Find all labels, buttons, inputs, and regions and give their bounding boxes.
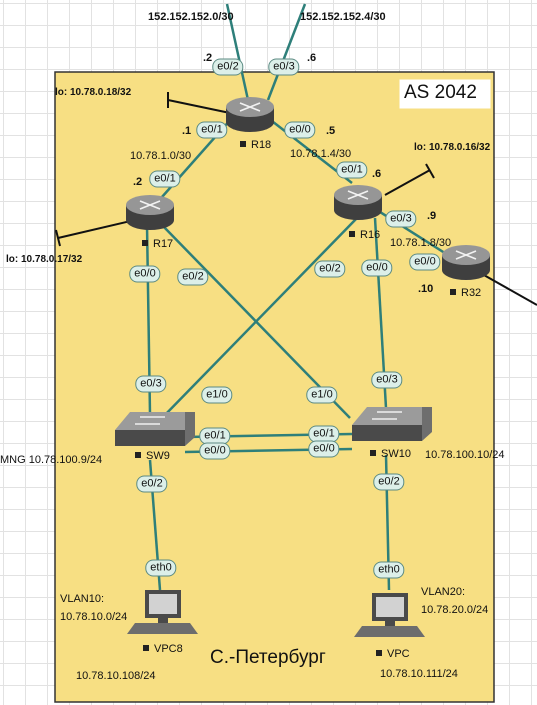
as-zone bbox=[54, 71, 495, 703]
loopback-r16-label: lo: 10.78.0.16/32 bbox=[414, 142, 491, 153]
router-r18-icon[interactable] bbox=[226, 97, 274, 132]
r32-dot10: .10 bbox=[418, 283, 434, 295]
r16-dot9: .9 bbox=[427, 210, 437, 222]
net-r16-r32: 10.78.1.8/30 bbox=[390, 237, 452, 249]
iface-sw9-e1-0[interactable]: e1/0 bbox=[201, 386, 233, 404]
iface-vpc-eth0[interactable]: eth0 bbox=[373, 561, 405, 579]
device-vpc-label: VPC bbox=[376, 649, 410, 660]
iface-sw9-e0-0[interactable]: e0/0 bbox=[199, 442, 231, 460]
iface-r17-e0-1[interactable]: e0/1 bbox=[149, 170, 181, 188]
loopback-r18-label: lo: 10.78.0.18/32 bbox=[55, 87, 132, 98]
r18-dot1: .1 bbox=[182, 125, 192, 137]
iface-r17-e0-2[interactable]: e0/2 bbox=[177, 268, 209, 286]
r17-dot2: .2 bbox=[133, 176, 143, 188]
pc-vpc8-icon[interactable] bbox=[127, 590, 198, 634]
iface-sw10-e0-2[interactable]: e0/2 bbox=[373, 473, 405, 491]
iface-r18-e0-3[interactable]: e0/3 bbox=[268, 58, 300, 76]
iface-r16-e0-3[interactable]: e0/3 bbox=[385, 210, 417, 228]
device-r32-label: R32 bbox=[450, 288, 481, 299]
vpc-ip: 10.78.10.111/24 bbox=[380, 668, 458, 680]
as-label: AS 2042 bbox=[404, 82, 477, 103]
device-sw9-label: SW9 bbox=[135, 451, 170, 462]
iface-r32-e0-0[interactable]: e0/0 bbox=[409, 253, 441, 271]
vlan20-label: VLAN20: bbox=[421, 586, 466, 598]
iface-r16-e0-1[interactable]: e0/1 bbox=[336, 161, 368, 179]
iface-sw10-e0-0[interactable]: e0/0 bbox=[308, 440, 340, 458]
iface-r18-e0-1[interactable]: e0/1 bbox=[196, 121, 228, 139]
r18-dot2: .2 bbox=[203, 52, 213, 64]
sw9-mng-address: MNG 10.78.100.9/24 bbox=[0, 454, 103, 466]
r18-dot5: .5 bbox=[326, 125, 336, 137]
loopback-r16-line bbox=[384, 169, 431, 196]
uplink2-network: 152.152.152.4/30 bbox=[300, 11, 386, 23]
device-r16-label: R16 bbox=[349, 230, 380, 241]
iface-r17-e0-0[interactable]: e0/0 bbox=[129, 265, 161, 283]
vlan20-network: 10.78.20.0/24 bbox=[421, 604, 489, 616]
loopback-r17-line bbox=[57, 219, 136, 239]
vlan10-label: VLAN10: bbox=[60, 593, 105, 605]
router-r17-icon[interactable] bbox=[126, 195, 174, 230]
link-r16-sw9 bbox=[161, 217, 358, 419]
iface-sw9-e0-3[interactable]: e0/3 bbox=[135, 375, 167, 393]
router-r32-icon[interactable] bbox=[442, 245, 490, 280]
device-r18-label: R18 bbox=[240, 140, 271, 151]
loopback-r17-label: lo: 10.78.0.17/32 bbox=[6, 254, 83, 265]
vlan10-network: 10.78.10.0/24 bbox=[60, 611, 128, 623]
r18-dot6: .6 bbox=[307, 52, 317, 64]
net-r18-r16: 10.78.1.4/30 bbox=[290, 148, 352, 160]
loopback-r18-line bbox=[167, 99, 231, 114]
uplink1-network: 152.152.152.0/30 bbox=[148, 11, 234, 23]
link-uplink1 bbox=[225, 3, 250, 101]
city-label: С.-Петербург bbox=[210, 647, 326, 668]
switch-sw10-icon[interactable] bbox=[352, 407, 432, 441]
router-r16-icon[interactable] bbox=[334, 185, 382, 220]
iface-sw10-e0-3[interactable]: e0/3 bbox=[371, 371, 403, 389]
iface-r16-e0-0[interactable]: e0/0 bbox=[361, 259, 393, 277]
as-label-box bbox=[399, 79, 491, 109]
iface-r16-e0-2[interactable]: e0/2 bbox=[314, 260, 346, 278]
net-r18-r17: 10.78.1.0/30 bbox=[130, 150, 192, 162]
iface-r18-e0-2[interactable]: e0/2 bbox=[212, 58, 244, 76]
r16-dot6: .6 bbox=[372, 168, 382, 180]
iface-sw10-e1-0[interactable]: e1/0 bbox=[306, 386, 338, 404]
vpc8-ip: 10.78.10.108/24 bbox=[76, 670, 156, 682]
switch-sw9-icon[interactable] bbox=[115, 412, 195, 446]
iface-vpc8-eth0[interactable]: eth0 bbox=[145, 559, 177, 577]
loopbacks bbox=[55, 92, 537, 306]
iface-r18-e0-0[interactable]: e0/0 bbox=[284, 121, 316, 139]
device-vpc8-label: VPC8 bbox=[143, 644, 183, 655]
sw10-mng-address: 10.78.100.10/24 bbox=[425, 449, 505, 461]
loopback-r17-cap bbox=[55, 229, 61, 247]
pc-vpc-icon[interactable] bbox=[354, 593, 425, 637]
link-uplink2 bbox=[266, 3, 307, 101]
device-r17-label: R17 bbox=[142, 239, 173, 250]
iface-sw9-e0-2[interactable]: e0/2 bbox=[136, 475, 168, 493]
loopback-r16-cap bbox=[425, 163, 435, 179]
device-sw10-label: SW10 bbox=[370, 449, 411, 460]
